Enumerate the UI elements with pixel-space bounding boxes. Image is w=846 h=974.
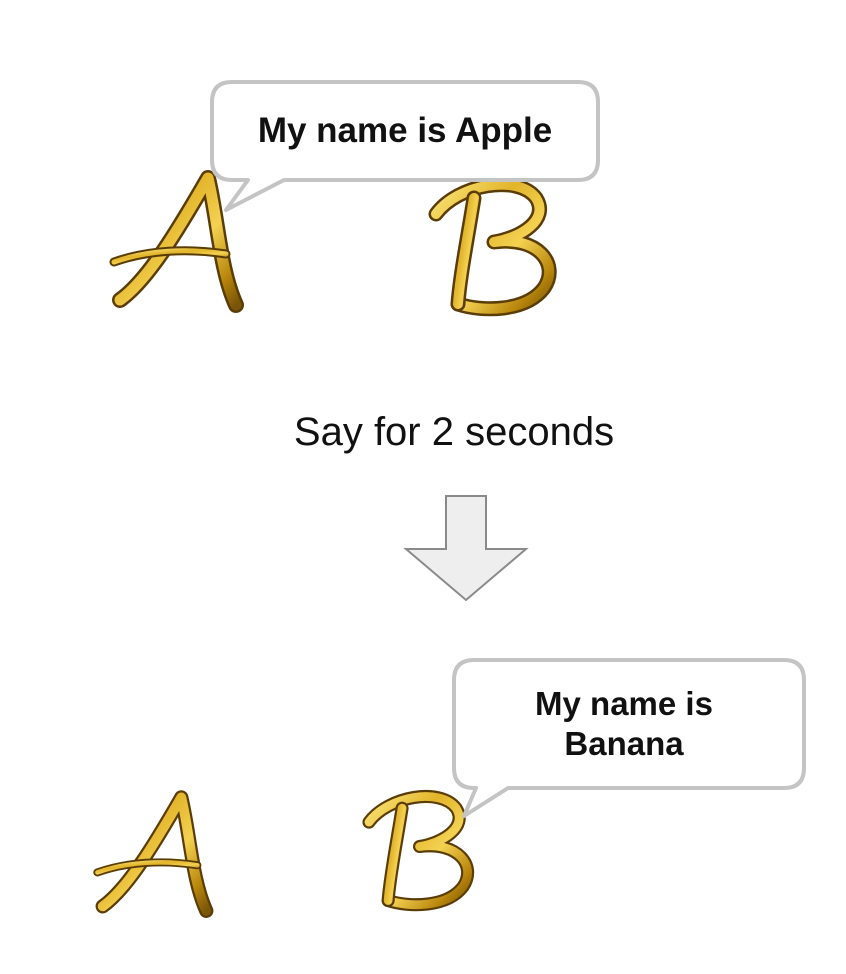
speech-bubble-text: My name is Banana	[535, 685, 713, 763]
sprite-b-bottom: B	[362, 788, 484, 912]
speech-bubble-top: My name is Apple	[210, 80, 600, 212]
gold-letter-b-icon	[362, 789, 475, 912]
sprite-b-top: B	[428, 176, 568, 317]
speech-bubble-shape	[452, 658, 806, 818]
gold-letter-a-icon	[93, 790, 214, 918]
speech-bubble-text: My name is Apple	[257, 111, 553, 150]
gold-letter-a-icon	[109, 170, 244, 313]
down-arrow-icon	[402, 494, 530, 609]
speech-bubble-bottom: My name is Banana	[450, 658, 808, 818]
sprite-a-top: A	[108, 170, 248, 315]
speech-bubble-shape	[210, 80, 600, 212]
transition-caption: Say for 2 seconds	[293, 410, 615, 454]
gold-letter-b-icon	[428, 177, 557, 317]
sprite-a-bottom: A	[92, 790, 217, 920]
